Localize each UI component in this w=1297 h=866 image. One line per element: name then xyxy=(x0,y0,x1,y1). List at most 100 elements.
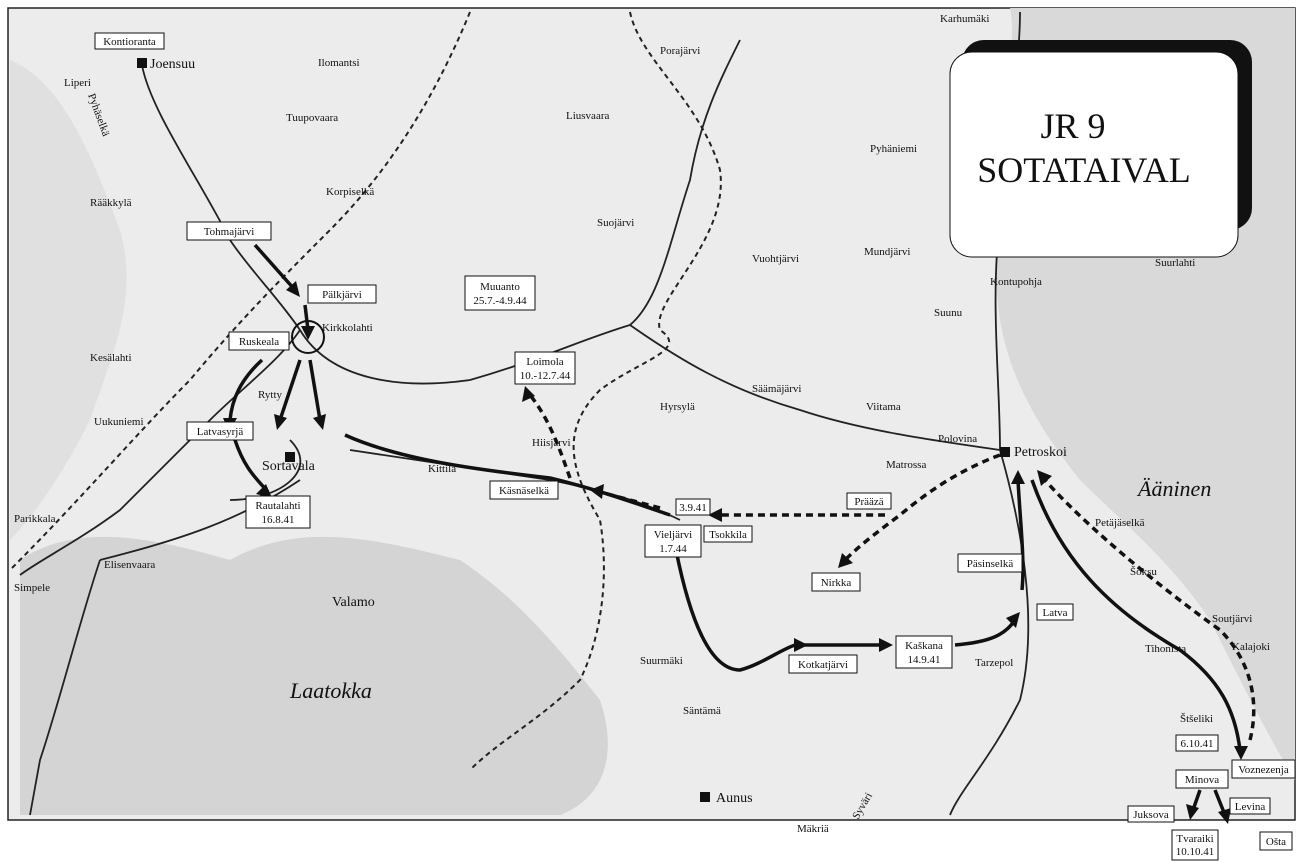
lake-laatokka: Laatokka xyxy=(289,678,372,703)
svg-text:Latva: Latva xyxy=(1042,607,1067,619)
svg-text:14.9.41: 14.9.41 xyxy=(908,654,941,666)
place-porajarvi: Porajärvi xyxy=(660,45,700,57)
place-polovina: Polovina xyxy=(938,433,977,445)
svg-text:Muuanto: Muuanto xyxy=(480,281,520,293)
arrowheads xyxy=(223,281,1248,824)
place-karhumaki: Karhumäki xyxy=(940,13,989,25)
box-nirkka: Nirkka xyxy=(811,572,861,592)
box-tsokkila: Tsokkila xyxy=(703,525,753,543)
svg-text:Käsnäselkä: Käsnäselkä xyxy=(499,485,549,497)
place-ilomantsi: Ilomantsi xyxy=(318,57,360,69)
box-muuanto: Muuanto 25.7.-4.9.44 xyxy=(464,275,536,311)
svg-text:10.10.41: 10.10.41 xyxy=(1176,846,1215,858)
border-line-west xyxy=(9,11,471,571)
lake-aaninen: Ääninen xyxy=(1136,476,1211,501)
place-hiisjarvi: Hiisjärvi xyxy=(532,437,571,449)
svg-text:Kotkatjärvi: Kotkatjärvi xyxy=(798,659,848,671)
place-tuupovaara: Tuupovaara xyxy=(286,112,338,124)
svg-text:1.7.44: 1.7.44 xyxy=(659,543,687,555)
svg-text:Ošta: Ošta xyxy=(1266,836,1286,848)
box-pasinselka: Päsinselkä xyxy=(957,553,1023,573)
place-petajaselka: Petäjäselkä xyxy=(1095,517,1145,529)
place-suurlahti: Suurlahti xyxy=(1155,257,1195,269)
box-ruskeala: Ruskeala xyxy=(228,331,290,351)
town-petroskoi: Petroskoi xyxy=(1014,445,1067,460)
place-viitama: Viitama xyxy=(866,401,901,413)
box-kotkatjarvi: Kotkatjärvi xyxy=(788,654,858,674)
svg-text:25.7.-4.9.44: 25.7.-4.9.44 xyxy=(473,295,527,307)
title-panel xyxy=(949,51,1239,258)
place-saamajarvi: Säämäjärvi xyxy=(752,383,801,395)
place-suurmaki: Suurmäki xyxy=(640,655,683,667)
place-pyhaniemi: Pyhäniemi xyxy=(870,143,917,155)
box-praaza: Prääzä xyxy=(846,492,892,510)
place-vuohtjarvi: Vuohtjärvi xyxy=(752,253,799,265)
svg-text:Juksova: Juksova xyxy=(1133,809,1169,821)
box-kasnaselka: Käsnäselkä xyxy=(489,480,559,500)
town-marker-joensuu xyxy=(137,58,147,68)
place-kittila: Kittilä xyxy=(428,463,456,475)
svg-text:3.9.41: 3.9.41 xyxy=(679,502,707,514)
place-valamo: Valamo xyxy=(332,595,375,610)
box-rautalahti: Rautalahti 16.8.41 xyxy=(245,495,311,529)
place-hyrsyla: Hyrsylä xyxy=(660,401,695,413)
svg-text:Pälkjärvi: Pälkjärvi xyxy=(322,289,362,301)
svg-text:Päsinselkä: Päsinselkä xyxy=(967,558,1014,570)
svg-text:Latvasyrjä: Latvasyrjä xyxy=(197,426,244,438)
place-liusvaara: Liusvaara xyxy=(566,110,609,122)
title-line-2: SOTATAIVAL xyxy=(977,150,1191,190)
lake-laatokka-shape xyxy=(20,536,608,815)
place-kesalahti: Kesälahti xyxy=(90,352,132,364)
svg-text:Levina: Levina xyxy=(1235,801,1266,813)
box-61041: 6.10.41 xyxy=(1175,734,1219,752)
svg-text:Tsokkila: Tsokkila xyxy=(709,529,747,541)
place-korpiselka: Korpiselkä xyxy=(326,186,374,198)
svg-text:10.-12.7.44: 10.-12.7.44 xyxy=(520,370,571,382)
label-kirkkolahti: Kirkkolahti xyxy=(322,322,373,334)
box-vorneenja: Voznezenja xyxy=(1231,759,1296,779)
box-latvasyrja: Latvasyrjä xyxy=(186,421,254,441)
svg-text:Tohmajärvi: Tohmajärvi xyxy=(204,226,255,238)
box-minova: Minova xyxy=(1175,769,1229,789)
town-marker-petroskoi xyxy=(1000,447,1010,457)
place-elisenvaara: Elisenvaara xyxy=(104,559,155,571)
place-soutjarvi: Soutjärvi xyxy=(1212,613,1252,625)
town-sortavala: Sortavala xyxy=(262,459,316,474)
retreat-arrowheads xyxy=(522,386,1052,568)
place-makria: Mäkriä xyxy=(797,823,829,835)
place-parikkala: Parikkala xyxy=(14,513,56,525)
place-suunu: Suunu xyxy=(934,307,963,319)
place-stseliki: Štšeliki xyxy=(1180,713,1213,725)
place-liperi: Liperi xyxy=(64,77,91,89)
box-palkjarvi: Pälkjärvi xyxy=(307,284,377,304)
kirkkolahti-circle xyxy=(291,320,325,354)
svg-text:Minova: Minova xyxy=(1185,774,1219,786)
svg-text:Prääzä: Prääzä xyxy=(854,496,883,508)
svg-text:Kontioranta: Kontioranta xyxy=(103,36,156,48)
place-simpele: Simpele xyxy=(14,582,50,594)
box-tvaraiki: Tvaraiki 10.10.41 xyxy=(1171,829,1219,861)
place-soksu: Šoksu xyxy=(1130,566,1157,578)
place-matrossa: Matrossa xyxy=(886,459,926,471)
title-line-1: JR 9 xyxy=(1040,106,1105,146)
box-osta: Ošta xyxy=(1259,831,1293,851)
svg-text:Rautalahti: Rautalahti xyxy=(255,500,300,512)
box-kaskana: Kaškana 14.9.41 xyxy=(895,635,953,669)
place-tihonista: Tihonista xyxy=(1145,643,1186,655)
place-santama: Säntämä xyxy=(683,705,721,717)
box-latva: Latva xyxy=(1036,603,1074,621)
box-levina: Levina xyxy=(1229,797,1271,815)
box-kontioranta: Kontioranta xyxy=(94,32,165,50)
place-kalajoki: Kalajoki xyxy=(1232,641,1270,653)
box-tohmajarvi: Tohmajärvi xyxy=(186,221,272,241)
box-vieljarvi: Vieljärvi 1.7.44 xyxy=(644,524,702,558)
box-loimola: Loimola 10.-12.7.44 xyxy=(514,351,576,385)
town-marker-aunus xyxy=(700,792,710,802)
place-raakkyla: Rääkkylä xyxy=(90,197,132,209)
svg-text:Voznezenja: Voznezenja xyxy=(1238,764,1289,776)
town-aunus: Aunus xyxy=(716,791,753,806)
svg-text:6.10.41: 6.10.41 xyxy=(1181,738,1214,750)
svg-text:Tvaraiki: Tvaraiki xyxy=(1176,833,1213,845)
town-joensuu: Joensuu xyxy=(150,57,195,72)
